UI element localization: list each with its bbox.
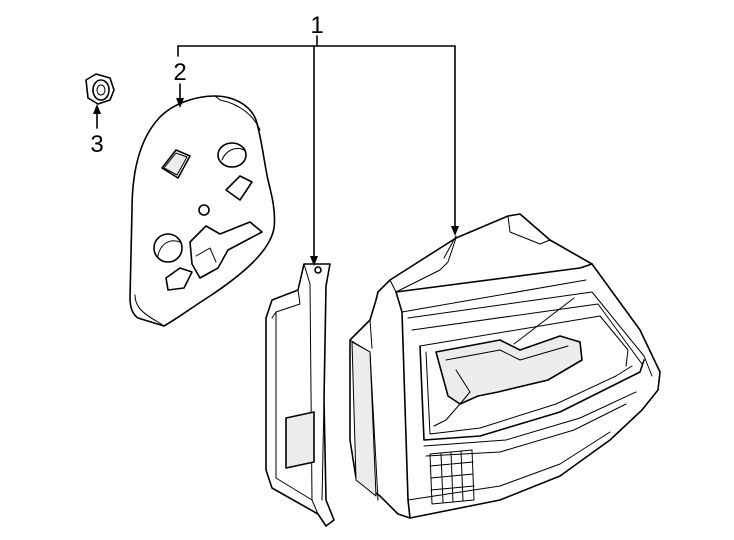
inner-trim-part: [265, 263, 335, 527]
tail-lamp-part: [349, 213, 661, 519]
callout-3-leader: [93, 104, 101, 129]
callout-1-label: 1: [310, 12, 323, 39]
callout-3-label: 3: [90, 131, 103, 158]
gasket-part: [129, 95, 276, 327]
callout-2-label: 2: [173, 59, 186, 86]
callout-1-leaders: [177, 35, 459, 266]
nut-part: [85, 73, 115, 105]
